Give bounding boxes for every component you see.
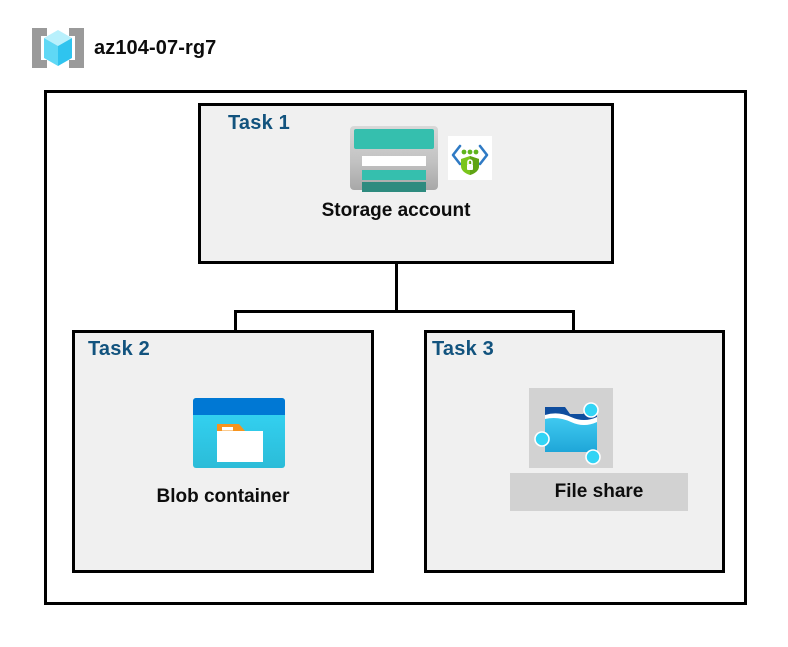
bracket-left-top	[32, 28, 47, 36]
security-badge-icon	[448, 136, 492, 180]
connector-storage-down	[395, 219, 398, 313]
resource-group-icon	[30, 24, 86, 72]
storage-stripe-teal	[362, 170, 426, 180]
connector-horizontal	[234, 310, 575, 313]
storage-stripe-white	[362, 156, 426, 166]
storage-account-caption: Storage account	[321, 200, 471, 221]
bracket-left-bottom	[32, 60, 47, 68]
task-3-label: Task 3	[432, 338, 494, 360]
cube-icon	[44, 30, 72, 66]
bracket-left	[32, 28, 41, 68]
task-2-label: Task 2	[88, 338, 150, 360]
resource-group-header: az104-07-rg7	[30, 26, 330, 70]
storage-account-icon	[350, 126, 438, 192]
bracket-right-top	[69, 28, 84, 36]
page-title: az104-07-rg7	[94, 36, 217, 59]
file-share-icon	[534, 402, 601, 465]
storage-header-bar	[354, 129, 434, 149]
blob-container-icon	[193, 398, 285, 468]
bracket-right-bottom	[69, 60, 84, 68]
file-share-caption: File share	[510, 473, 688, 511]
bracket-right	[75, 28, 84, 68]
task-1-label: Task 1	[228, 112, 290, 134]
storage-stripe-dark-teal	[362, 182, 426, 192]
blob-container-caption: Blob container	[156, 486, 290, 507]
